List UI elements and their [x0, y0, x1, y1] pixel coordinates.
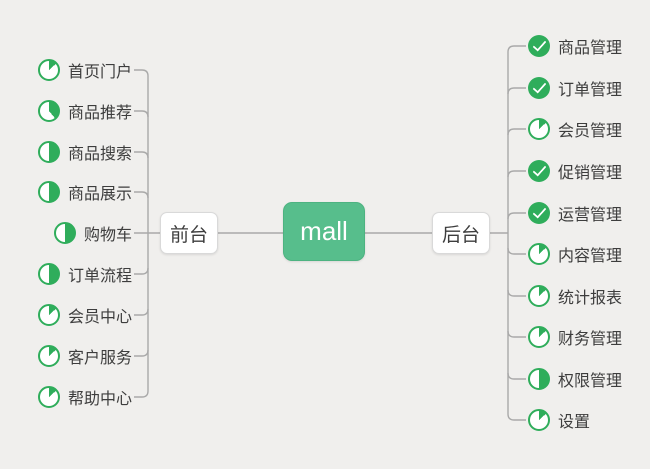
topic-row-promotion-mgmt[interactable]: 促销管理: [528, 159, 622, 183]
topic-row-cart[interactable]: 购物车: [53, 221, 132, 245]
root-node-mall[interactable]: mall: [283, 202, 365, 261]
topic-row-home-portal[interactable]: 首页门户: [37, 58, 132, 82]
task-progress-icon: [528, 77, 550, 99]
task-progress-icon: [528, 243, 550, 265]
topic-row-operation-mgmt[interactable]: 运营管理: [528, 201, 622, 225]
task-progress-icon: [53, 222, 76, 244]
topic-label: 购物车: [83, 227, 132, 244]
topic-row-product-search[interactable]: 商品搜索: [37, 140, 132, 164]
topic-label: 客户服务: [67, 350, 132, 367]
task-progress-icon: [37, 345, 60, 367]
task-progress-icon: [37, 181, 60, 203]
task-progress-icon: [37, 386, 60, 408]
topic-row-statistics-report[interactable]: 统计报表: [528, 284, 622, 308]
topic-row-order-mgmt[interactable]: 订单管理: [528, 76, 622, 100]
task-progress-icon: [37, 100, 60, 122]
topic-label: 会员中心: [67, 309, 132, 326]
topic-row-product-mgmt[interactable]: 商品管理: [528, 34, 622, 58]
task-progress-icon: [528, 285, 550, 307]
topic-label: 商品推荐: [67, 105, 132, 122]
topic-row-member-center[interactable]: 会员中心: [37, 303, 132, 327]
topic-label: 财务管理: [558, 331, 623, 348]
topic-row-product-recommend[interactable]: 商品推荐: [37, 99, 132, 123]
topic-row-order-flow[interactable]: 订单流程: [37, 262, 132, 286]
task-progress-icon: [528, 118, 550, 140]
topic-row-content-mgmt[interactable]: 内容管理: [528, 242, 622, 266]
topic-label: 权限管理: [558, 373, 623, 390]
topic-row-customer-service[interactable]: 客户服务: [37, 344, 132, 368]
topic-label: 商品管理: [558, 40, 623, 57]
topic-label: 运营管理: [558, 207, 623, 224]
topic-label: 促销管理: [558, 165, 623, 182]
topic-label: 帮助中心: [67, 391, 132, 408]
topic-row-permission-mgmt[interactable]: 权限管理: [528, 367, 622, 391]
topic-label: 商品展示: [67, 186, 132, 203]
task-progress-icon: [528, 35, 550, 57]
topic-label: 首页门户: [67, 64, 132, 81]
topic-label: 内容管理: [558, 248, 623, 265]
topic-label: 订单流程: [67, 268, 132, 285]
branch-node-frontend[interactable]: 前台: [160, 212, 218, 254]
task-progress-icon: [528, 160, 550, 182]
topic-row-help-center[interactable]: 帮助中心: [37, 385, 132, 409]
task-progress-icon: [37, 304, 60, 326]
task-progress-icon: [37, 263, 60, 285]
task-progress-icon: [37, 59, 60, 81]
topic-label: 统计报表: [558, 290, 623, 307]
topic-label: 订单管理: [558, 82, 623, 99]
topic-row-settings[interactable]: 设置: [528, 408, 590, 432]
task-progress-icon: [528, 202, 550, 224]
topic-row-finance-mgmt[interactable]: 财务管理: [528, 325, 622, 349]
topic-row-member-mgmt[interactable]: 会员管理: [528, 117, 622, 141]
task-progress-icon: [528, 368, 550, 390]
topic-label: 会员管理: [558, 123, 623, 140]
task-progress-icon: [528, 326, 550, 348]
task-progress-icon: [528, 409, 550, 431]
topic-label: 商品搜索: [67, 146, 132, 163]
branch-node-backend[interactable]: 后台: [432, 212, 490, 254]
task-progress-icon: [37, 141, 60, 163]
topic-label: 设置: [558, 414, 591, 431]
topic-row-product-display[interactable]: 商品展示: [37, 180, 132, 204]
